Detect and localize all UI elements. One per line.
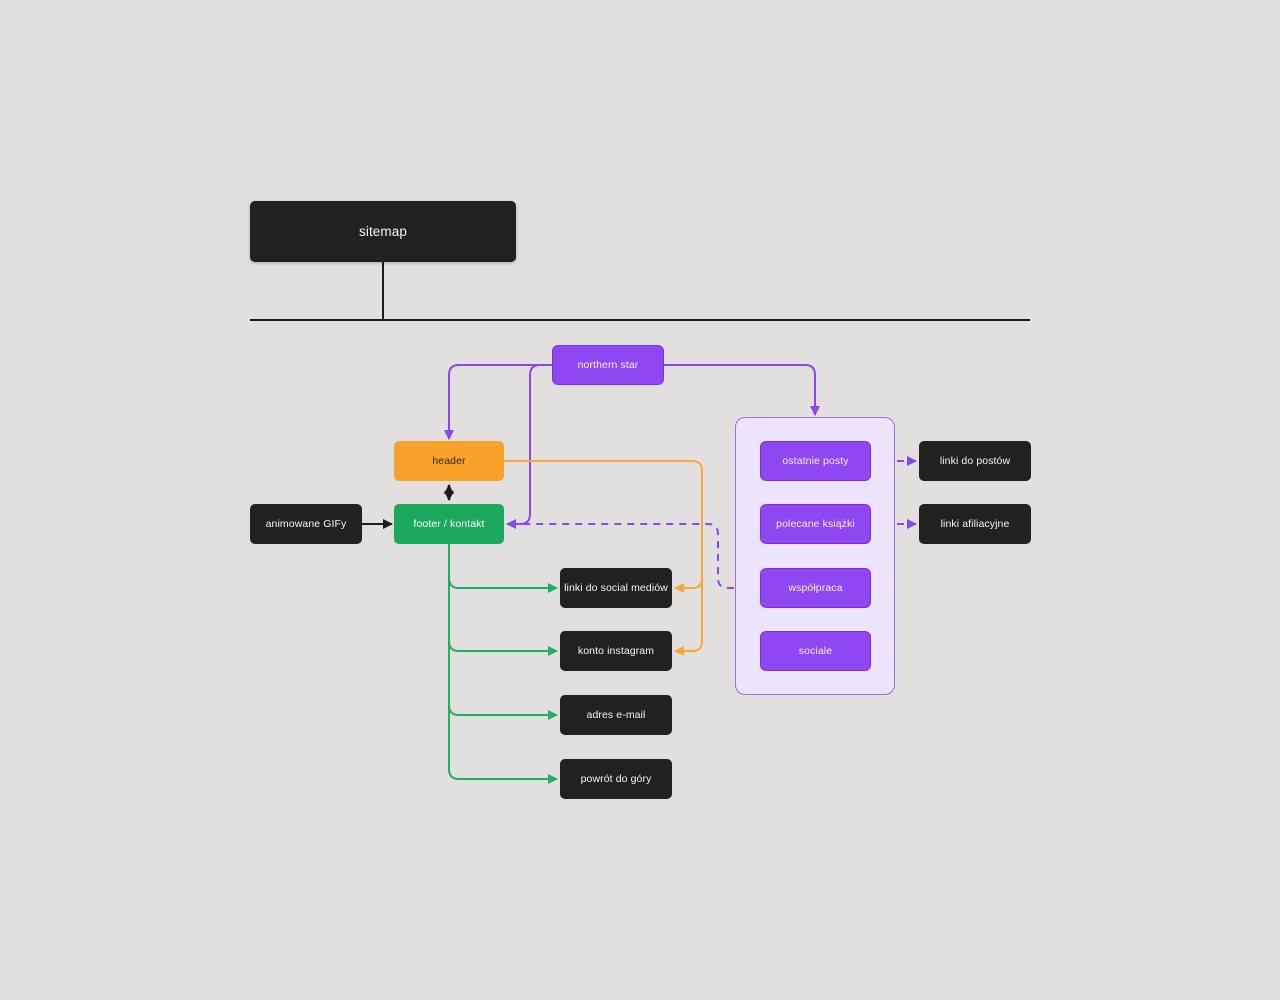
edge-footer-social[interactable] — [448, 577, 558, 593]
edge-northernstar-frame[interactable] — [664, 364, 820, 416]
edge-wspolpraca-footer[interactable] — [512, 523, 760, 589]
node-adres-email[interactable]: adres e-mail — [560, 695, 672, 735]
node-animowane-gify[interactable]: animowane GIFy — [250, 504, 362, 544]
edge-northernstar-footer[interactable] — [506, 364, 552, 529]
node-northern-star[interactable]: northern star — [552, 345, 664, 385]
edge-northernstar-header[interactable] — [444, 364, 552, 440]
node-powrot-do-gory[interactable]: powrót do góry — [560, 759, 672, 799]
node-footer-kontakt[interactable]: footer / kontakt — [394, 504, 504, 544]
node-sociale[interactable]: sociale — [760, 631, 871, 671]
edge-footer-instagram[interactable] — [448, 640, 558, 656]
edge-footer-gory[interactable] — [448, 768, 558, 784]
node-konto-instagram[interactable]: konto instagram — [560, 631, 672, 671]
edge-header-instagram[interactable] — [674, 500, 703, 656]
node-linki-do-postow[interactable]: linki do postów — [919, 441, 1031, 481]
node-wspolpraca[interactable]: współpraca — [760, 568, 871, 608]
node-sitemap[interactable]: sitemap — [250, 201, 516, 262]
node-header[interactable]: header — [394, 441, 504, 481]
edge-footer-email[interactable] — [448, 704, 558, 720]
node-linki-social-mediow[interactable]: linki do social mediów — [560, 568, 672, 608]
node-ostatnie-posty[interactable]: ostatnie posty — [760, 441, 871, 481]
node-linki-afiliacyjne[interactable]: linki afiliacyjne — [919, 504, 1031, 544]
node-polecane-ksiazki[interactable]: polecane książki — [760, 504, 871, 544]
